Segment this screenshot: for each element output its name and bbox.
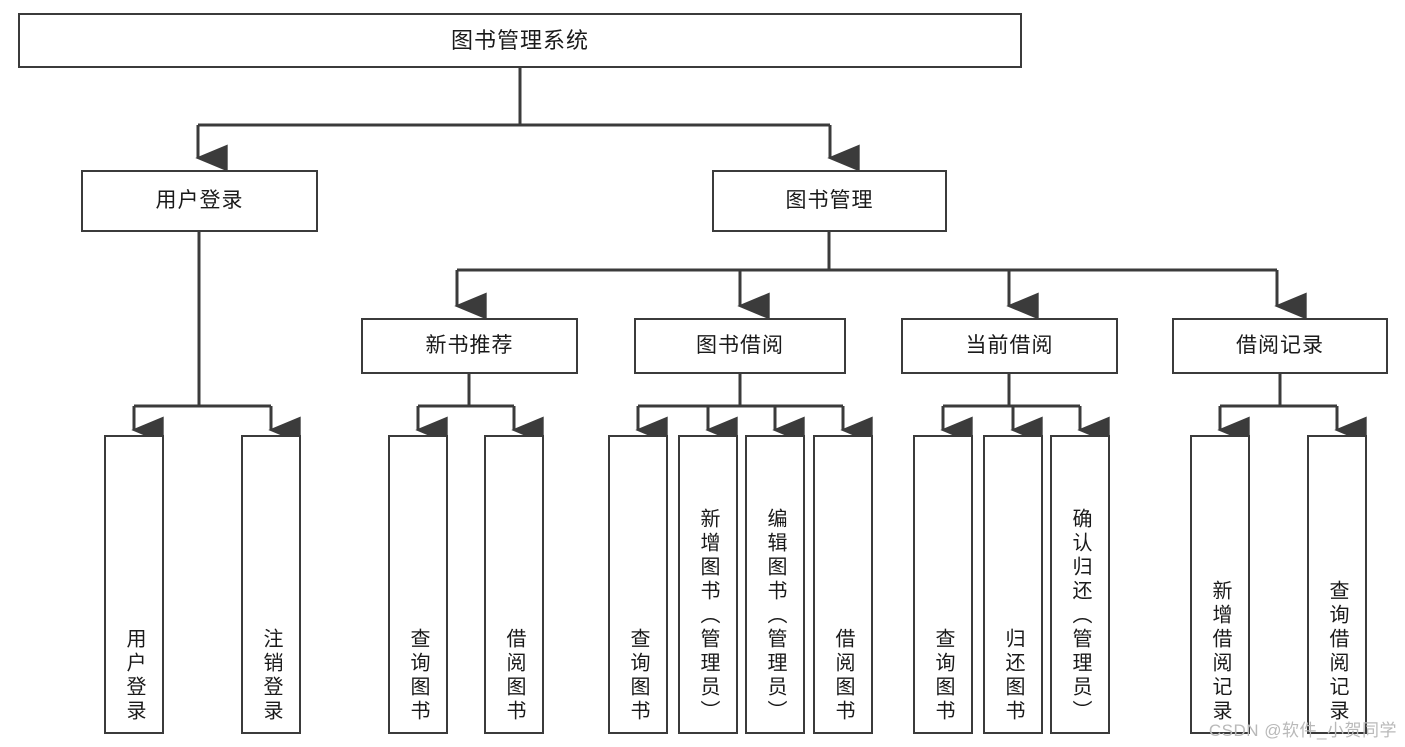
node-current-borrow[interactable]: 当前借阅 <box>901 318 1118 374</box>
node-leaf-edit-book[interactable]: 编辑图书（管理员） <box>745 435 805 734</box>
node-leaf-return-book[interactable]: 归还图书 <box>983 435 1043 734</box>
node-label: 用户登录 <box>123 628 145 724</box>
node-root-system[interactable]: 图书管理系统 <box>18 13 1022 68</box>
node-leaf-confirm-return[interactable]: 确认归还（管理员） <box>1050 435 1110 734</box>
node-label: 新书推荐 <box>425 333 514 357</box>
node-label: 当前借阅 <box>965 333 1054 357</box>
node-leaf-logout[interactable]: 注销登录 <box>241 435 301 734</box>
node-new-book-rec[interactable]: 新书推荐 <box>361 318 578 374</box>
node-label: 归还图书 <box>1002 628 1024 724</box>
node-book-manage[interactable]: 图书管理 <box>712 170 947 232</box>
node-label: 确认归还（管理员） <box>1069 508 1091 724</box>
node-user-login[interactable]: 用户登录 <box>81 170 318 232</box>
watermark-text: CSDN @软件_小贺同学 <box>1208 721 1397 740</box>
node-leaf-add-record[interactable]: 新增借阅记录 <box>1190 435 1250 734</box>
node-label: 借阅记录 <box>1236 333 1324 357</box>
node-label: 图书借阅 <box>696 333 784 357</box>
node-leaf-query-book-rec[interactable]: 查询图书 <box>388 435 448 734</box>
node-label: 借阅图书 <box>503 628 525 724</box>
node-label: 查询借阅记录 <box>1326 580 1348 724</box>
node-label: 注销登录 <box>260 628 282 724</box>
node-label: 图书管理系统 <box>450 27 589 53</box>
node-label: 编辑图书（管理员） <box>764 508 786 724</box>
node-leaf-borrow-book[interactable]: 借阅图书 <box>813 435 873 734</box>
node-leaf-query-book-current[interactable]: 查询图书 <box>913 435 973 734</box>
node-label: 用户登录 <box>155 188 244 212</box>
node-leaf-user-login[interactable]: 用户登录 <box>104 435 164 734</box>
node-label: 新增图书（管理员） <box>697 508 719 724</box>
node-label: 查询图书 <box>407 628 429 724</box>
node-leaf-query-record[interactable]: 查询借阅记录 <box>1307 435 1367 734</box>
node-borrow-record[interactable]: 借阅记录 <box>1172 318 1388 374</box>
node-label: 查询图书 <box>932 628 954 724</box>
node-book-borrow[interactable]: 图书借阅 <box>634 318 846 374</box>
node-leaf-borrow-book-rec[interactable]: 借阅图书 <box>484 435 544 734</box>
node-label: 借阅图书 <box>832 628 854 724</box>
node-leaf-query-book-borrow[interactable]: 查询图书 <box>608 435 668 734</box>
node-label: 查询图书 <box>627 628 649 724</box>
node-label: 新增借阅记录 <box>1209 580 1231 724</box>
node-label: 图书管理 <box>785 188 874 212</box>
node-leaf-add-book[interactable]: 新增图书（管理员） <box>678 435 738 734</box>
